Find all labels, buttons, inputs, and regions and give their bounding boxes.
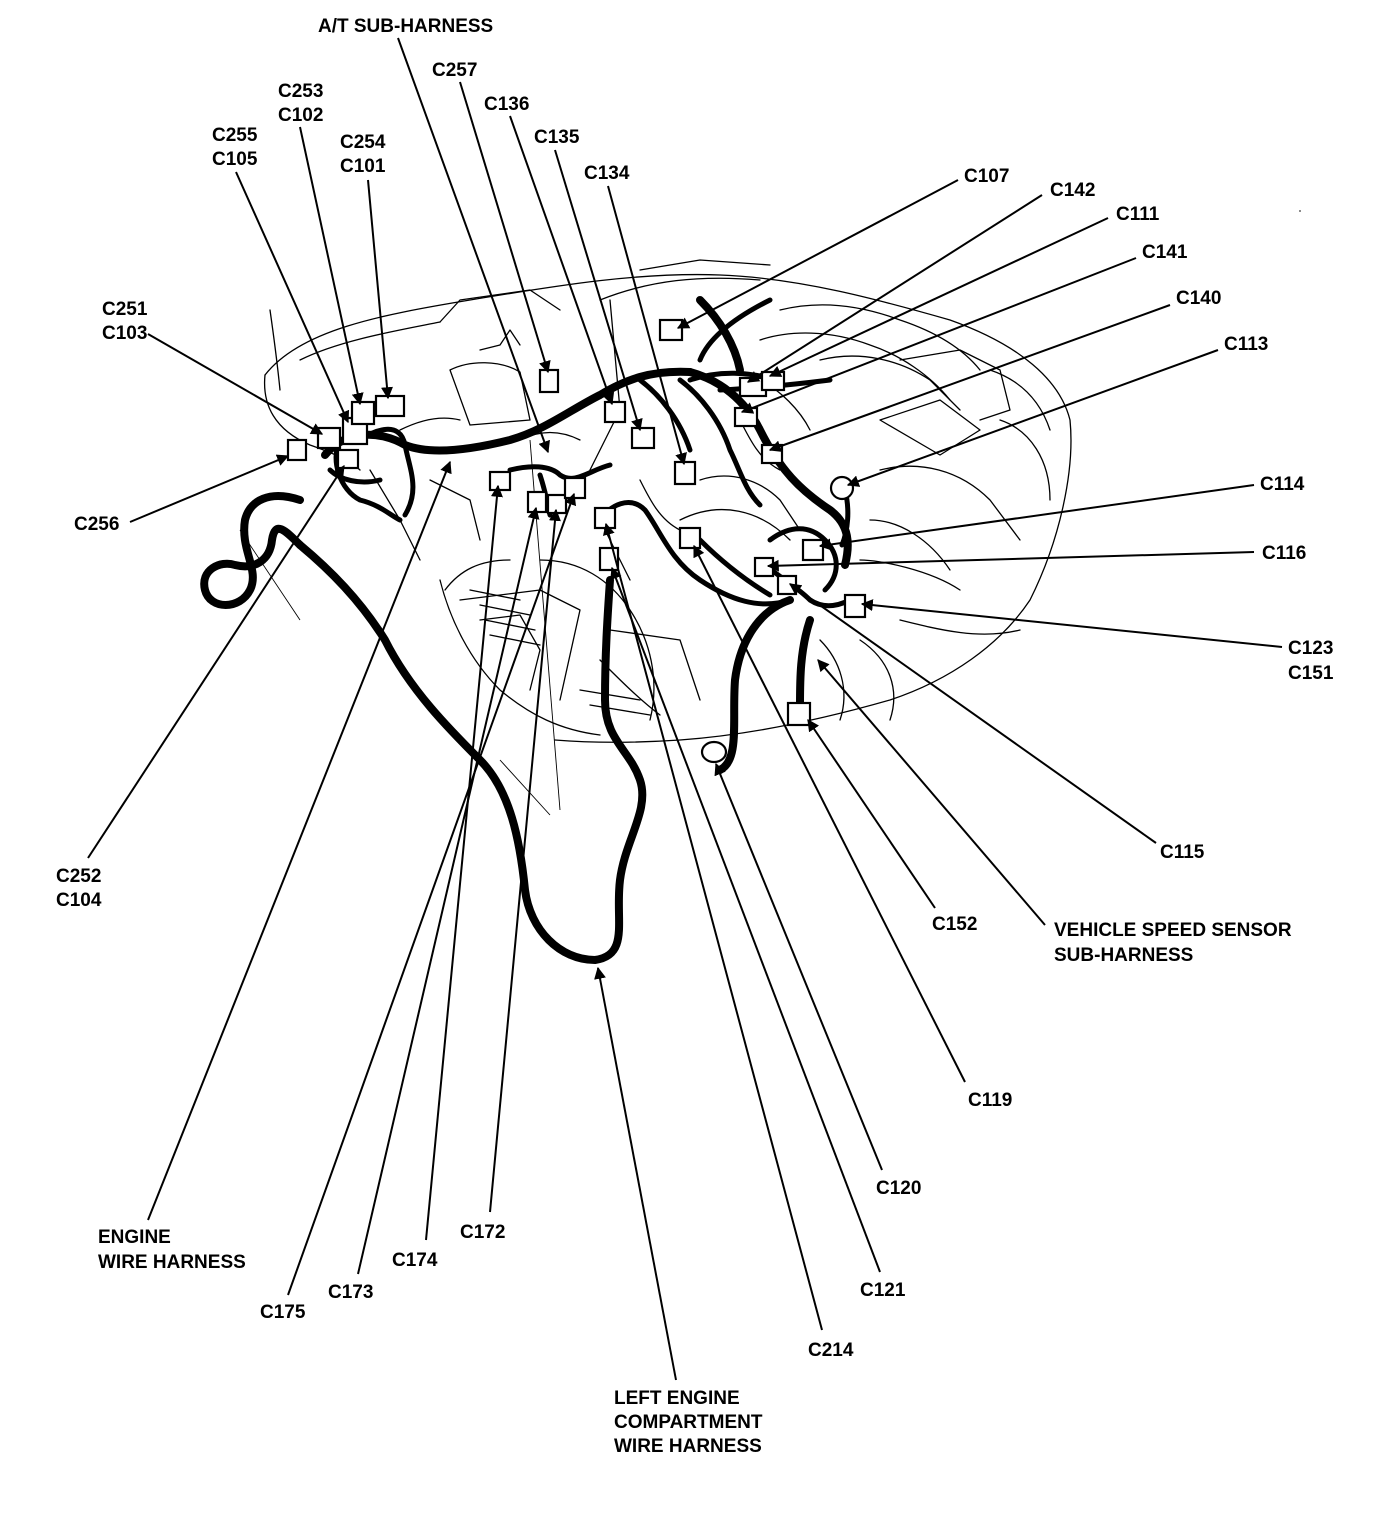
connector-c152 — [786, 701, 812, 727]
label-c119: C119 — [968, 1090, 1012, 1111]
connectors — [286, 318, 867, 764]
label-c254: C254 — [340, 132, 386, 153]
connector-c120 — [700, 740, 728, 764]
connector-c254 — [374, 394, 406, 418]
label-vss-line2: SUB-HARNESS — [1054, 945, 1193, 966]
label-c253: C253 — [278, 81, 323, 102]
label-c134: C134 — [584, 163, 630, 184]
label-c256: C256 — [74, 514, 119, 535]
label-c123: C123 — [1288, 638, 1333, 659]
connector-c253 — [350, 400, 376, 426]
connector-c172 — [546, 493, 568, 515]
connector-c134 — [673, 460, 697, 486]
label-vss-line1: VEHICLE SPEED SENSOR — [1054, 920, 1292, 941]
connector-c119 — [678, 526, 702, 550]
connector-c256 — [286, 438, 308, 462]
label-c105: C105 — [212, 149, 258, 170]
label-c214: C214 — [808, 1340, 854, 1361]
label-c120: C120 — [876, 1178, 921, 1199]
connector-c175 — [563, 476, 587, 500]
label-c136: C136 — [484, 94, 529, 115]
label-c151: C151 — [1288, 663, 1334, 684]
label-c173: C173 — [328, 1282, 373, 1303]
leader-lines — [87, 37, 1283, 1381]
label-c141: C141 — [1142, 242, 1188, 263]
label-c152: C152 — [932, 914, 977, 935]
label-c116: C116 — [1262, 543, 1306, 564]
label-c113: C113 — [1224, 334, 1268, 355]
connector-c214 — [593, 506, 617, 530]
connector-c174 — [488, 470, 512, 492]
connector-c136 — [603, 400, 627, 424]
label-c252: C252 — [56, 866, 101, 887]
label-c103: C103 — [102, 323, 147, 344]
label-left-line3: WIRE HARNESS — [614, 1436, 762, 1457]
label-engine-line1: ENGINE — [98, 1227, 171, 1248]
connector-c251 — [316, 426, 342, 450]
connector-c114 — [801, 538, 825, 562]
connector-c135 — [630, 426, 656, 450]
label-c104: C104 — [56, 890, 102, 911]
label-left-line2: COMPARTMENT — [614, 1412, 763, 1433]
label-c121: C121 — [860, 1280, 906, 1301]
label-c115: C115 — [1160, 842, 1205, 863]
connector-c257 — [538, 368, 560, 394]
label-c140: C140 — [1176, 288, 1221, 309]
label-at-sub-harness: A/T SUB-HARNESS — [318, 16, 493, 37]
labels: A/T SUB-HARNESS C257 C136 C135 C134 C253… — [56, 16, 1334, 1457]
connector-c252 — [336, 448, 360, 470]
label-c174: C174 — [392, 1250, 438, 1271]
label-c111: C111 — [1116, 204, 1160, 225]
label-c172: C172 — [460, 1222, 505, 1243]
label-c251: C251 — [102, 299, 148, 320]
connector-c116 — [753, 556, 775, 578]
label-c135: C135 — [534, 127, 580, 148]
wire-harnesses — [200, 296, 853, 964]
connector-c173 — [526, 490, 548, 514]
connector-c107 — [658, 318, 684, 342]
label-c142: C142 — [1050, 180, 1095, 201]
connector-c115 — [776, 574, 798, 596]
label-c175: C175 — [260, 1302, 306, 1323]
label-c102: C102 — [278, 105, 323, 126]
label-c114: C114 — [1260, 474, 1305, 495]
connector-c113 — [829, 475, 855, 501]
label-engine-line2: WIRE HARNESS — [98, 1252, 246, 1273]
label-left-line1: LEFT ENGINE — [614, 1388, 740, 1409]
label-c257: C257 — [432, 60, 477, 81]
label-c255: C255 — [212, 125, 258, 146]
label-c101: C101 — [340, 156, 386, 177]
connector-c123 — [843, 593, 867, 619]
label-c107: C107 — [964, 166, 1009, 187]
engine-outline — [239, 210, 1301, 816]
